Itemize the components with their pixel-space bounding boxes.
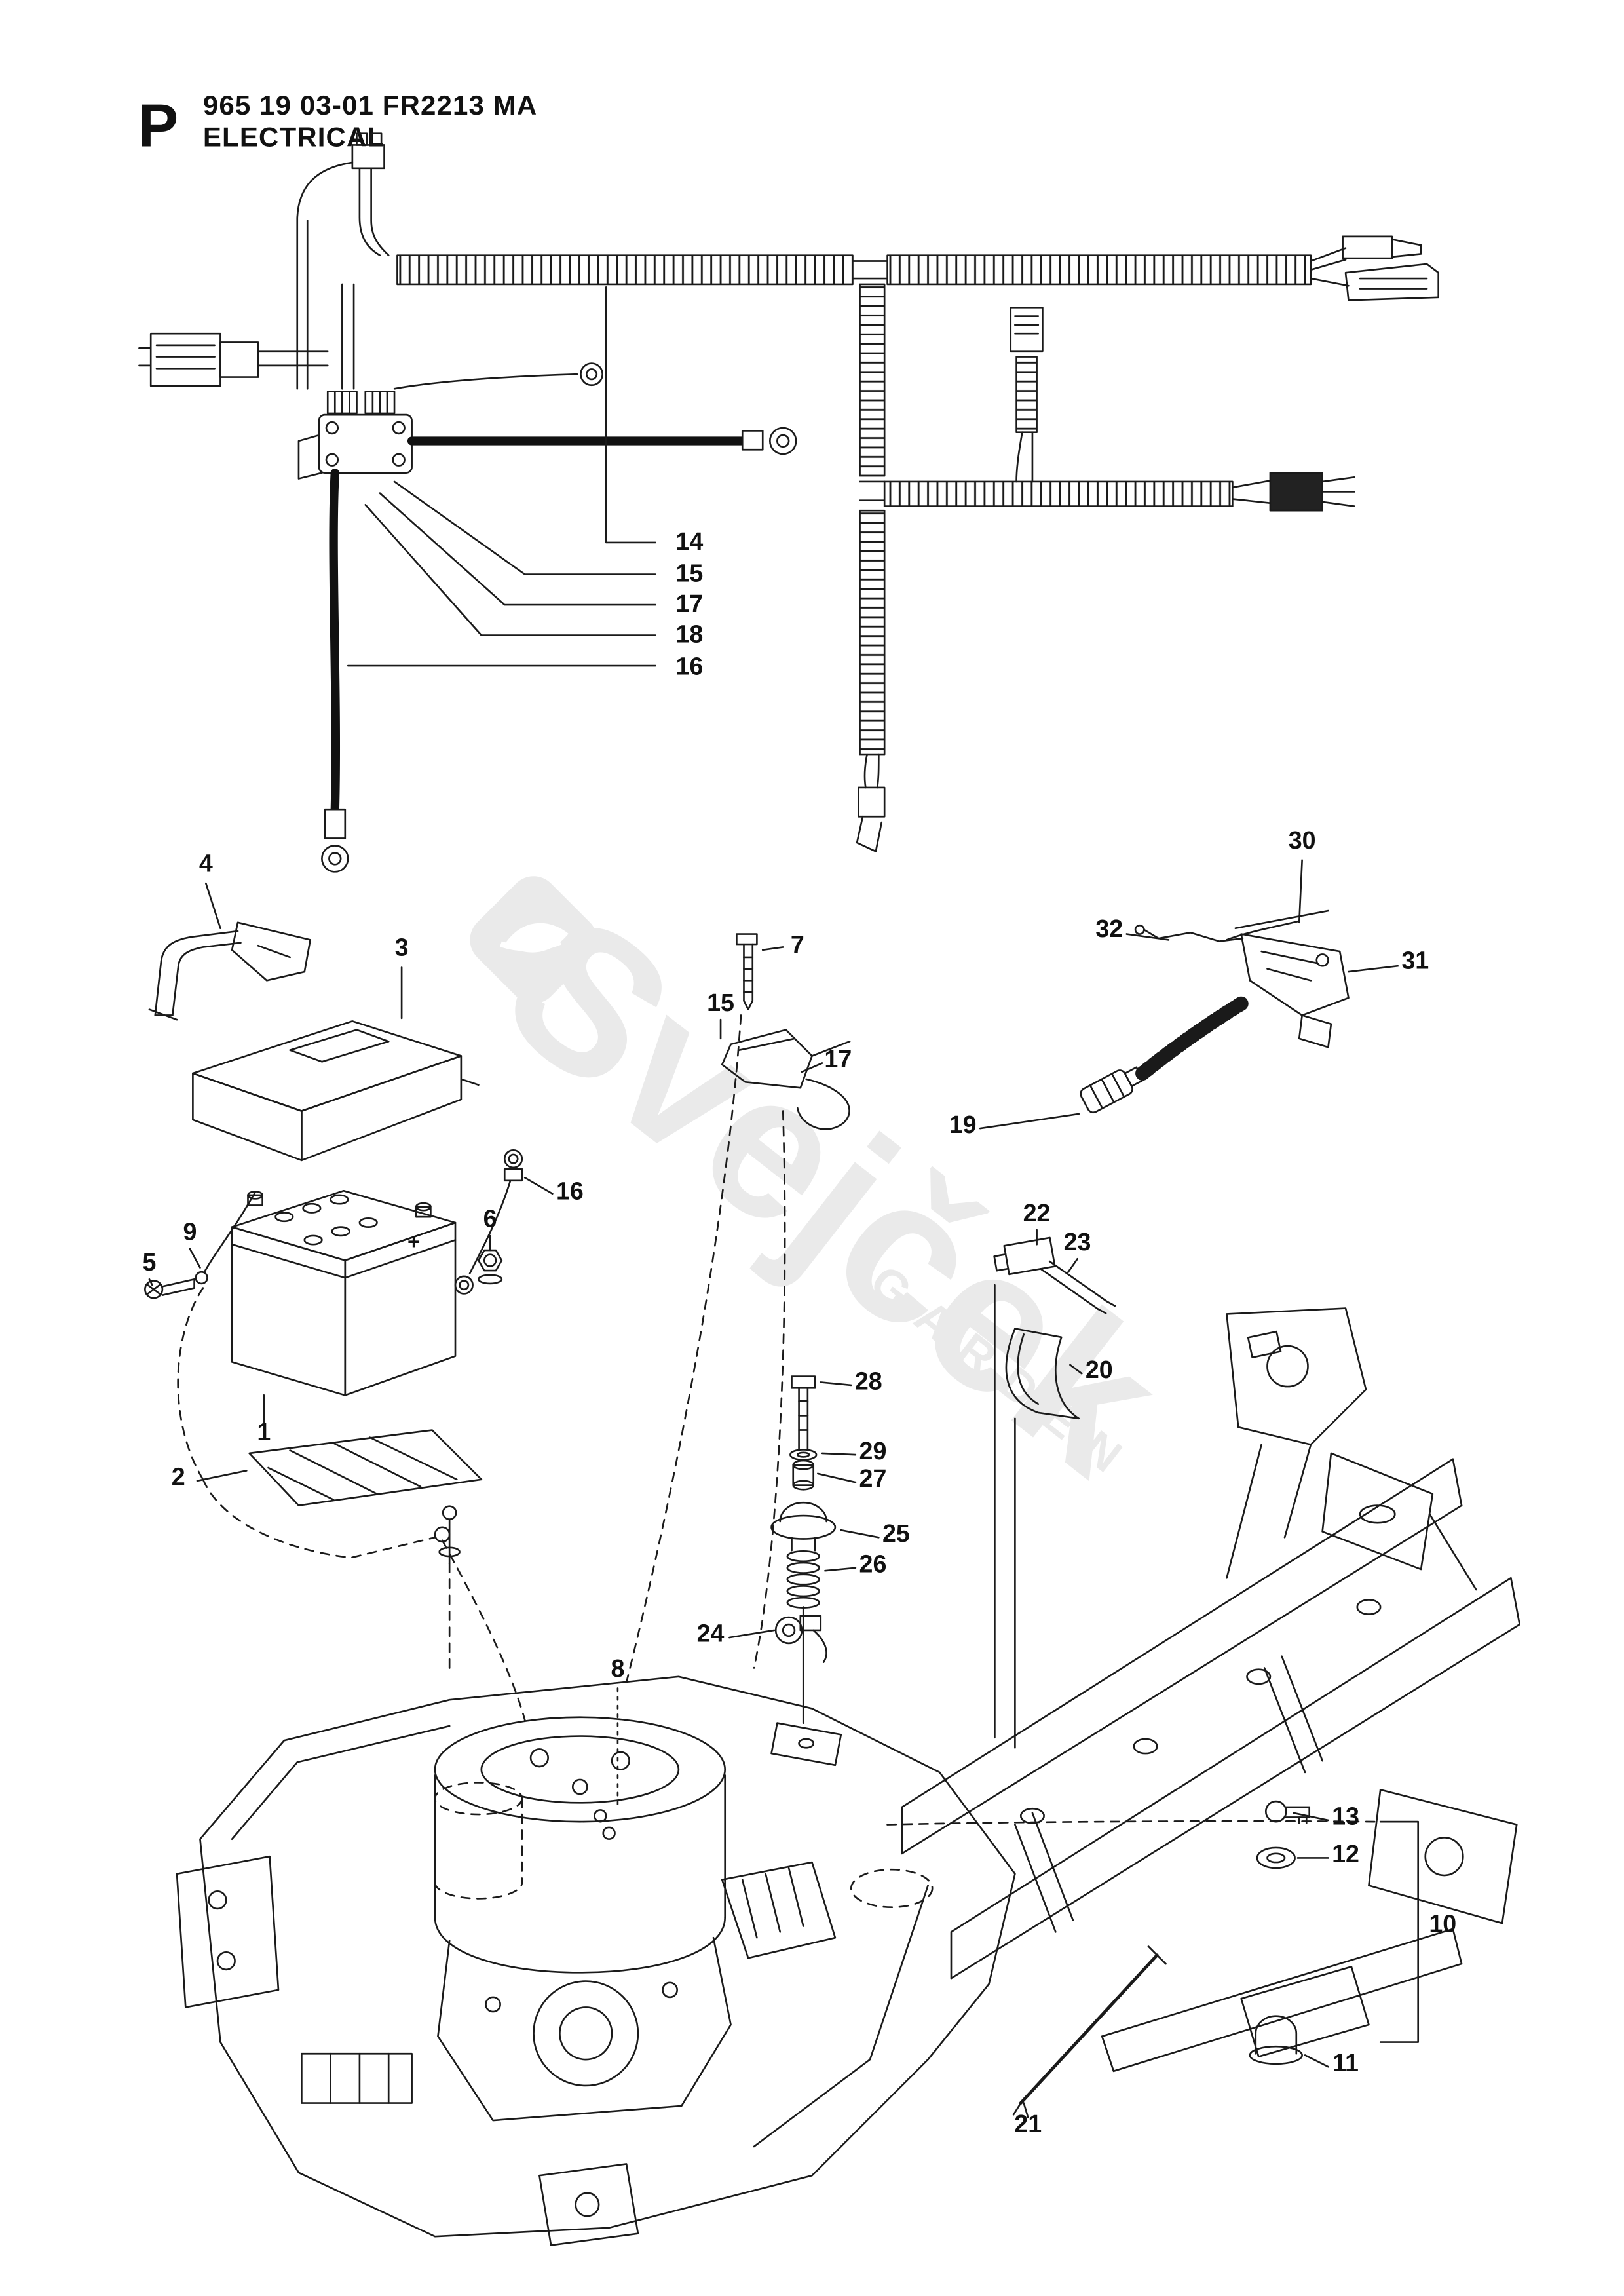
- header: P 965 19 03-01 FR2213 MA ELECTRICAL: [138, 90, 537, 160]
- battery-cover-drawing: [192, 1020, 480, 1162]
- callout-29: 29: [859, 1437, 887, 1464]
- callout-17: 17: [675, 590, 703, 617]
- page-title: ELECTRICAL: [203, 122, 385, 153]
- callout-5: 5: [143, 1248, 157, 1276]
- part-number: 965 19 03-01 FR2213 MA: [203, 90, 538, 121]
- spark-plug-boot-drawing: [721, 1029, 851, 1130]
- battery-nut-drawing: [478, 1249, 503, 1285]
- battery-mat-drawing: [248, 1429, 483, 1506]
- callout-15: 15: [707, 989, 734, 1016]
- callout-15: 15: [675, 560, 703, 587]
- callout-18: 18: [675, 621, 703, 648]
- callout-4: 4: [199, 849, 213, 877]
- battery-cable-drawing: [454, 1149, 523, 1295]
- callout-2: 2: [172, 1463, 185, 1491]
- callout-9: 9: [183, 1218, 197, 1246]
- callout-23: 23: [1064, 1228, 1091, 1255]
- battery-plus-mark: +: [407, 1230, 420, 1254]
- callout-21: 21: [1014, 2110, 1042, 2137]
- callout-16: 16: [675, 652, 703, 679]
- battery-assembly-drawing: [144, 921, 851, 1721]
- callout-20: 20: [1086, 1356, 1113, 1383]
- seat-switch-stack-drawing: [770, 1375, 842, 1767]
- wiring-harness-drawing: [138, 132, 1440, 873]
- callout-31: 31: [1401, 947, 1429, 974]
- battery-strap-drawing: [148, 921, 311, 1021]
- callout-22: 22: [1023, 1199, 1051, 1227]
- engine-deck-drawing: [176, 1675, 1016, 2246]
- callout-27: 27: [859, 1464, 887, 1492]
- callout-30: 30: [1289, 826, 1316, 854]
- callout-7: 7: [791, 930, 804, 958]
- callout-13: 13: [1332, 1803, 1359, 1830]
- callout-28: 28: [855, 1368, 882, 1395]
- battery-drawing: [231, 1189, 457, 1396]
- callout-11: 11: [1332, 2049, 1359, 2076]
- leader-lines: [148, 286, 1420, 2118]
- interlock-bracket-drawing: [1080, 909, 1350, 1114]
- callout-17: 17: [824, 1045, 852, 1073]
- watermark-leaf-icon: [470, 876, 597, 1004]
- callout-10: 10: [1429, 1909, 1456, 1937]
- callout-26: 26: [859, 1550, 887, 1577]
- callout-3: 3: [395, 934, 409, 961]
- callout-16: 16: [556, 1177, 584, 1205]
- callout-6: 6: [483, 1205, 497, 1233]
- bolt-7-drawing: [736, 933, 758, 1010]
- callout-14: 14: [675, 527, 703, 555]
- callout-19: 19: [949, 1111, 977, 1138]
- section-letter: P: [138, 92, 178, 160]
- switch-drawing: [993, 1236, 1116, 1749]
- callout-8: 8: [611, 1655, 624, 1682]
- frame-drawing: [886, 1307, 1520, 2116]
- callout-24: 24: [697, 1620, 725, 1647]
- callout-32: 32: [1095, 915, 1123, 942]
- callout-1: 1: [257, 1418, 271, 1445]
- callout-25: 25: [882, 1520, 910, 1547]
- callout-12: 12: [1332, 1840, 1359, 1867]
